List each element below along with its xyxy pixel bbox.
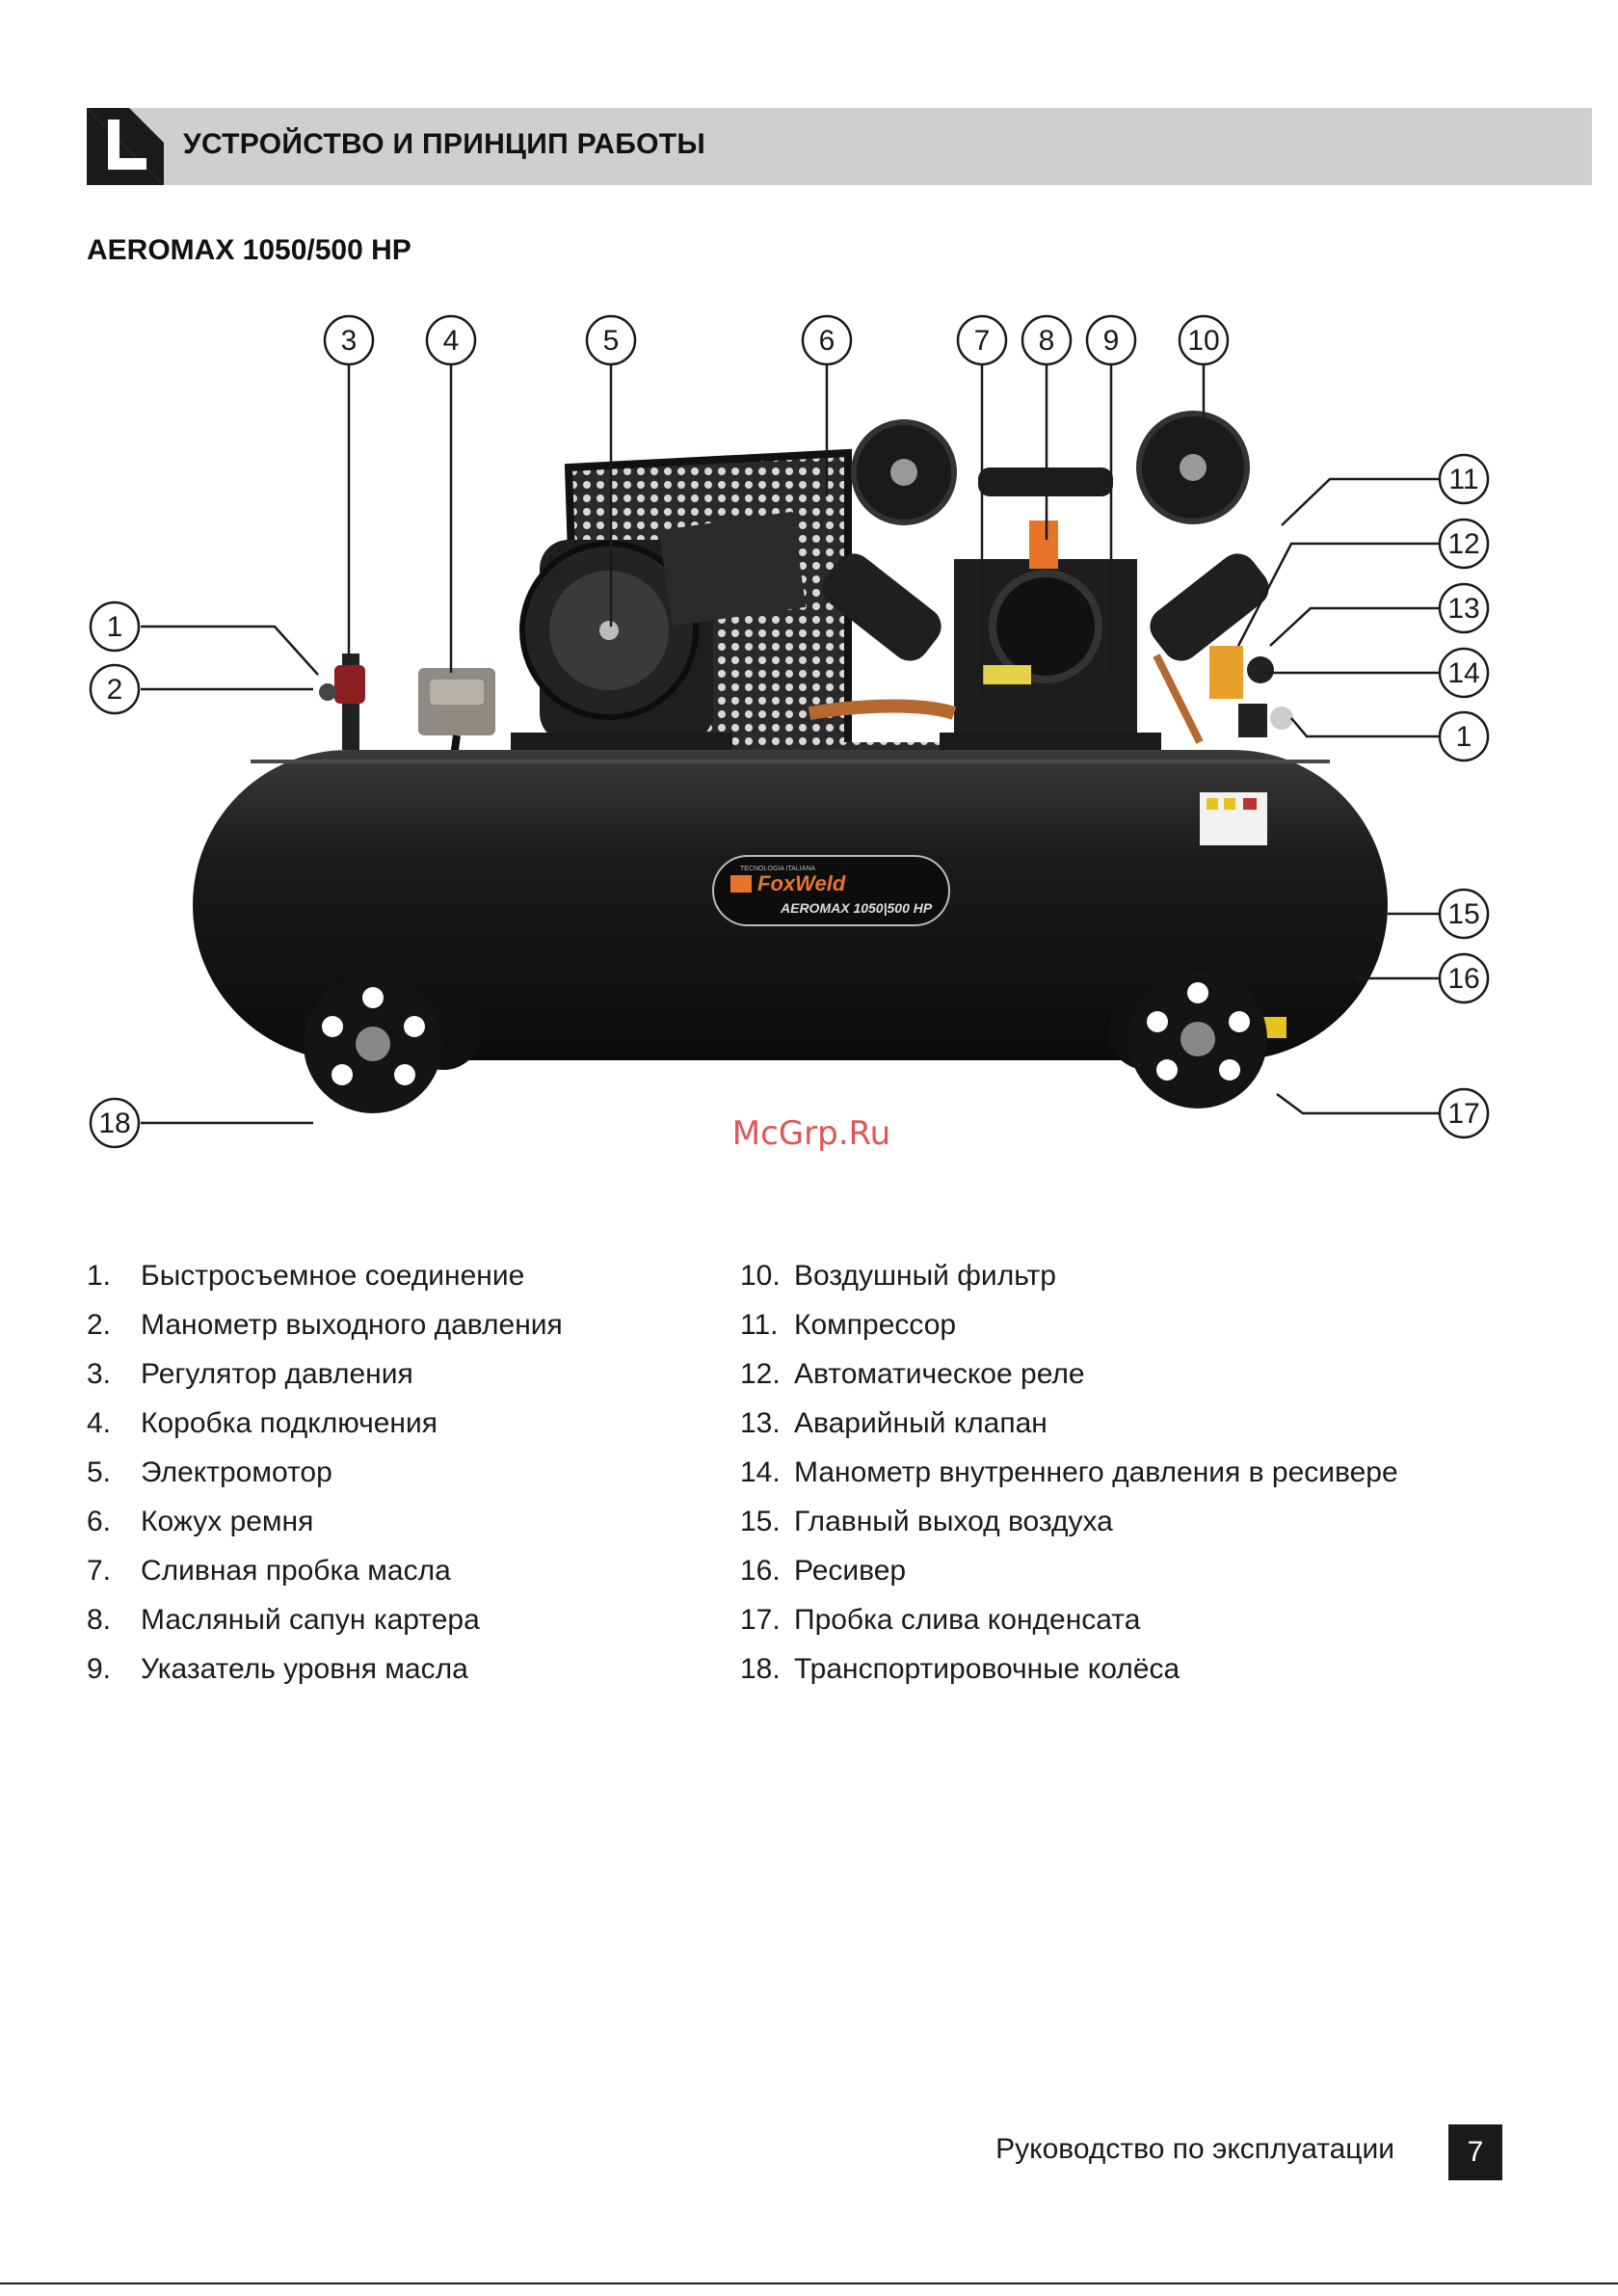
callout-18: 18 xyxy=(89,1097,141,1149)
svg-text:4: 4 xyxy=(443,325,460,357)
legend-item: 16.Ресивер xyxy=(740,1555,907,1587)
callout-15: 15 xyxy=(1438,888,1490,940)
legend-item: 13.Аварийный клапан xyxy=(740,1407,1048,1439)
legend-item: 1.Быстросъемное соединение xyxy=(87,1260,525,1292)
page-number: 7 xyxy=(1448,2124,1502,2180)
section-header-band xyxy=(87,108,1592,185)
legend-item: 3.Регулятор давления xyxy=(87,1358,413,1390)
svg-text:13: 13 xyxy=(1447,593,1479,625)
callout-1-right: 1 xyxy=(1438,710,1490,762)
svg-text:11: 11 xyxy=(1448,464,1478,495)
svg-text:1: 1 xyxy=(107,611,123,643)
brand-logo: FoxWeld xyxy=(757,871,846,895)
bottom-rule xyxy=(0,2283,1618,2284)
callout-3: 3 xyxy=(323,314,375,366)
pressure-switch xyxy=(1209,646,1293,737)
header-corner-icon xyxy=(87,108,164,185)
air-filter xyxy=(851,411,1250,525)
svg-text:7: 7 xyxy=(974,325,991,357)
svg-text:16: 16 xyxy=(1447,963,1479,995)
svg-text:1: 1 xyxy=(1456,721,1472,753)
legend-item: 10.Воздушный фильтр xyxy=(740,1260,1056,1292)
leader-lines xyxy=(141,363,1439,1125)
callout-12: 12 xyxy=(1438,518,1490,570)
legend-item: 17.Пробка слива конденсата xyxy=(740,1604,1141,1636)
callout-markers: 3 4 5 6 7 8 9 10 11 12 13 14 1 1 2 15 16… xyxy=(89,314,1490,1149)
footer-manual-title: Руководство по эксплуатации xyxy=(995,2133,1394,2165)
watermark-text: McGrp.Ru xyxy=(732,1114,890,1153)
legend-item: 15.Главный выход воздуха xyxy=(740,1506,1113,1537)
svg-text:12: 12 xyxy=(1447,528,1479,560)
section-title: УСТРОЙСТВО И ПРИНЦИП РАБОТЫ xyxy=(183,128,706,160)
callout-11: 11 xyxy=(1438,453,1490,505)
compressor-figure: TECNOLOGIA ITALIANA FoxWeld AEROMAX 1050… xyxy=(89,314,1490,1153)
legend-item: 2.Манометр выходного давления xyxy=(87,1309,563,1341)
legend-item: 18.Транспортировочные колёса xyxy=(740,1653,1180,1685)
svg-text:3: 3 xyxy=(341,325,358,357)
callout-1-left: 1 xyxy=(89,601,141,653)
callout-14: 14 xyxy=(1438,647,1490,699)
brand-model: AEROMAX 1050|500 HP xyxy=(780,900,933,916)
callout-10: 10 xyxy=(1178,314,1230,366)
callout-9: 9 xyxy=(1085,314,1137,366)
svg-text:15: 15 xyxy=(1447,898,1479,930)
svg-text:9: 9 xyxy=(1103,325,1120,357)
brand-tagline: TECNOLOGIA ITALIANA xyxy=(740,866,815,872)
callout-6: 6 xyxy=(801,314,853,366)
legend-item: 5.Электромотор xyxy=(87,1456,332,1488)
svg-text:6: 6 xyxy=(819,325,836,357)
callout-17: 17 xyxy=(1438,1087,1490,1139)
callout-4: 4 xyxy=(425,314,477,366)
legend-item: 12.Автоматическое реле xyxy=(740,1358,1085,1390)
callout-16: 16 xyxy=(1438,952,1490,1004)
svg-text:8: 8 xyxy=(1039,325,1055,357)
svg-text:10: 10 xyxy=(1187,325,1219,357)
legend-item: 4.Коробка подключения xyxy=(87,1407,438,1439)
callout-7: 7 xyxy=(956,314,1008,366)
compressor-pump xyxy=(822,467,1269,752)
pressure-regulator xyxy=(319,654,365,750)
brand-plate: TECNOLOGIA ITALIANA FoxWeld AEROMAX 1050… xyxy=(712,855,950,926)
svg-text:17: 17 xyxy=(1447,1098,1479,1130)
legend-item: 11.Компрессор xyxy=(740,1309,957,1341)
svg-text:14: 14 xyxy=(1447,657,1479,689)
electric-motor xyxy=(519,511,807,742)
callout-5: 5 xyxy=(585,314,637,366)
legend-item: 14.Манометр внутреннего давления в ресив… xyxy=(740,1456,1398,1488)
legend-right: 10.Воздушный фильтр 11.Компрессор 12.Авт… xyxy=(740,1251,1398,1694)
legend-item: 8.Масляный сапун картера xyxy=(87,1604,480,1636)
svg-text:5: 5 xyxy=(603,325,620,357)
legend-item: 6.Кожух ремня xyxy=(87,1506,314,1537)
callout-2: 2 xyxy=(89,663,141,715)
model-title: AEROMAX 1050/500 HP xyxy=(87,234,411,266)
callout-13: 13 xyxy=(1438,582,1490,634)
legend-item: 7.Сливная пробка масла xyxy=(87,1555,451,1587)
legend-left: 1.Быстросъемное соединение 2.Манометр вы… xyxy=(87,1251,563,1694)
svg-text:2: 2 xyxy=(107,674,123,706)
svg-text:18: 18 xyxy=(98,1108,130,1139)
transport-wheels xyxy=(304,970,1267,1113)
callout-8: 8 xyxy=(1021,314,1073,366)
legend-item: 9.Указатель уровня масла xyxy=(87,1653,468,1685)
